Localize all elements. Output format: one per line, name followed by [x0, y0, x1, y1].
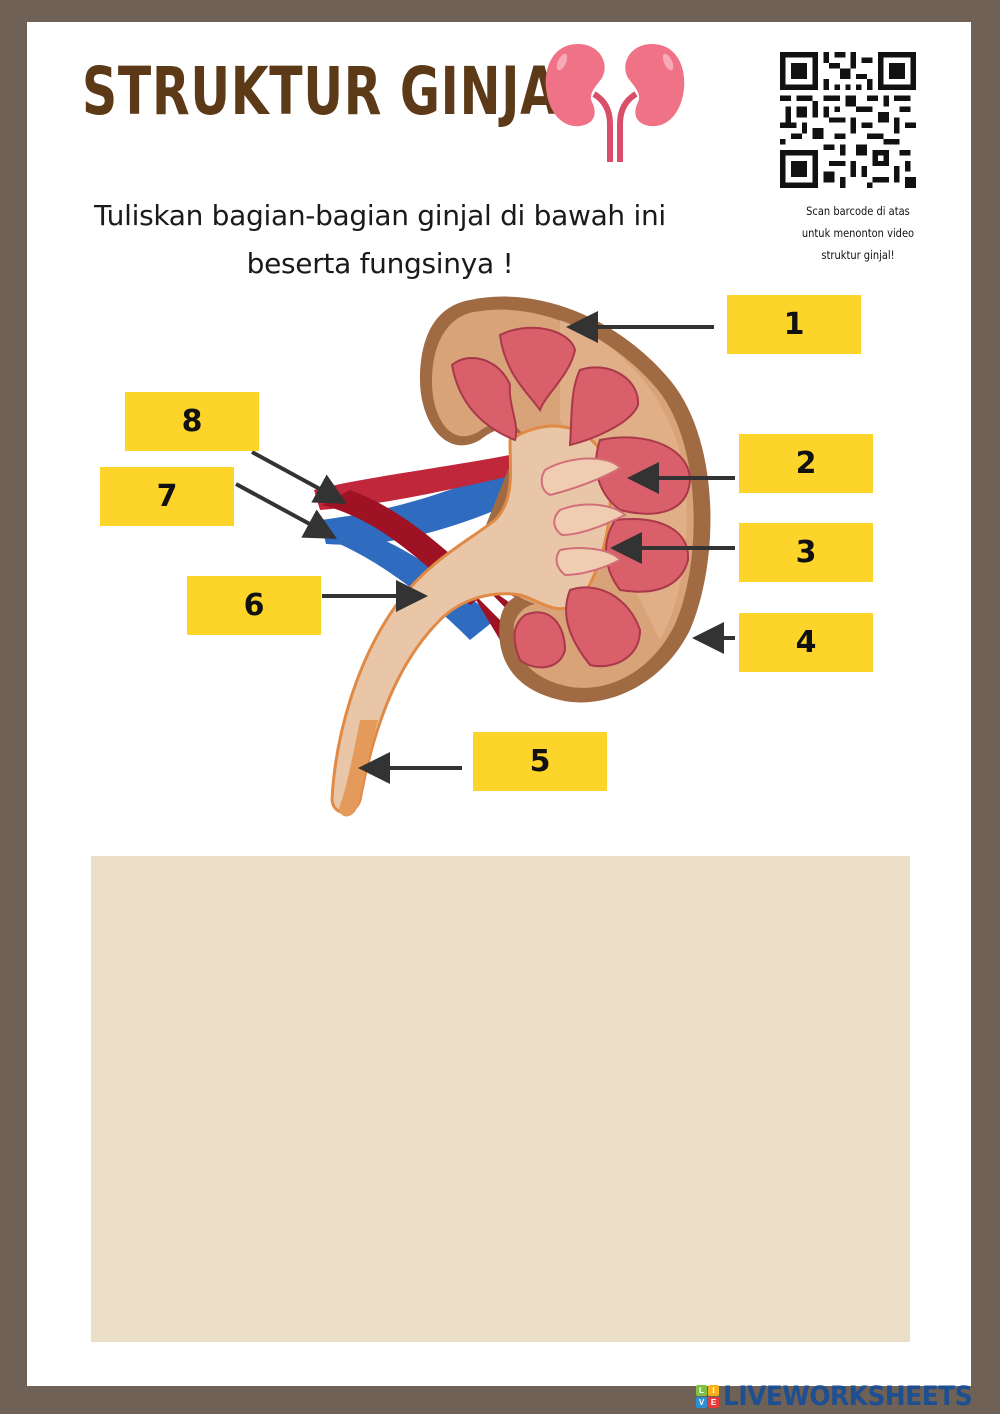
- qr-caption-line-3: struktur ginjal!: [821, 248, 895, 262]
- instruction-line-2: beserta fungsinya !: [246, 247, 514, 280]
- instruction-text: Tuliskan bagian-bagian ginjal di bawah i…: [40, 192, 720, 288]
- liveworksheets-watermark: L I V E LIVEWORKSHEETS: [696, 1380, 994, 1412]
- kidneys-icon: [545, 44, 685, 162]
- label-box-8[interactable]: 8: [125, 392, 259, 451]
- label-number-4: 4: [795, 625, 817, 660]
- label-number-8: 8: [181, 404, 203, 439]
- label-box-1[interactable]: 1: [727, 295, 861, 354]
- qr-caption-line-1: Scan barcode di atas: [806, 204, 910, 218]
- label-box-2[interactable]: 2: [739, 434, 873, 493]
- label-box-3[interactable]: 3: [739, 523, 873, 582]
- logo-letter-i: I: [708, 1384, 719, 1396]
- label-box-5[interactable]: 5: [473, 732, 607, 791]
- label-number-5: 5: [529, 744, 551, 779]
- page-title: STRUKTUR GINJAL: [82, 53, 591, 130]
- label-number-3: 3: [795, 535, 817, 570]
- liveworksheets-logo-icon: L I V E: [696, 1384, 719, 1408]
- instruction-line-1: Tuliskan bagian-bagian ginjal di bawah i…: [94, 199, 666, 232]
- label-box-4[interactable]: 4: [739, 613, 873, 672]
- kidney-cross-section-diagram: [235, 296, 735, 817]
- qr-caption-line-2: untuk menonton video: [801, 226, 915, 240]
- qr-caption: Scan barcode di atas untuk menonton vide…: [781, 200, 936, 266]
- brand-name: LIVEWORKSHEETS: [723, 1380, 973, 1412]
- qr-code-icon[interactable]: [780, 52, 916, 188]
- logo-letter-v: V: [696, 1396, 707, 1408]
- label-number-7: 7: [156, 479, 178, 514]
- answer-text-area[interactable]: [91, 856, 910, 1342]
- label-number-1: 1: [783, 307, 805, 342]
- label-box-6[interactable]: 6: [187, 576, 321, 635]
- label-number-6: 6: [243, 588, 265, 623]
- label-box-7[interactable]: 7: [100, 467, 234, 526]
- label-number-2: 2: [795, 446, 817, 481]
- logo-letter-l: L: [696, 1384, 707, 1396]
- logo-letter-e: E: [708, 1396, 719, 1408]
